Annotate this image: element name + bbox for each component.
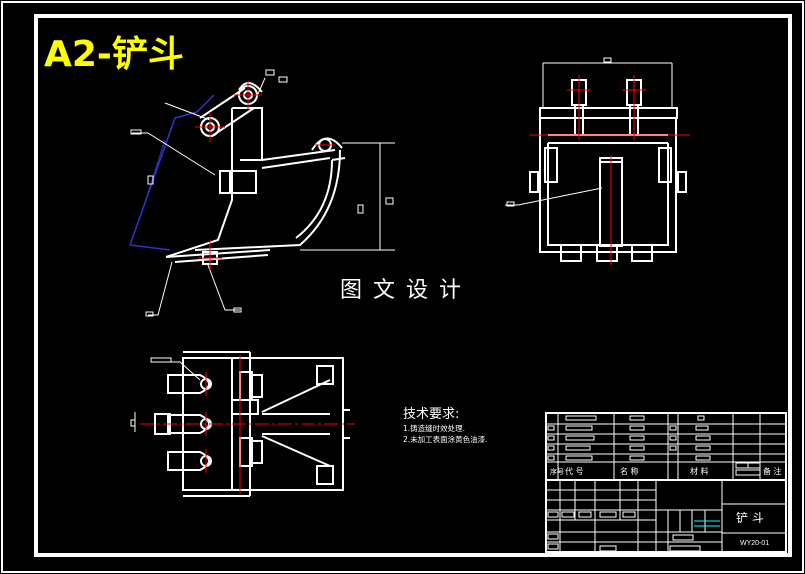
bom-header-code: 代 号 <box>565 466 584 476</box>
bom-header-seq: 序号 <box>550 467 564 476</box>
title-block <box>545 479 787 553</box>
part-name: 铲 斗 <box>736 510 764 525</box>
tech-note-1: 1.铸造缝时效处理. <box>403 423 465 433</box>
tech-notes-heading: 技术要求: <box>403 407 459 422</box>
top-view-centerlines <box>140 355 355 494</box>
watermark-text: 图 文 设 计 <box>340 278 463 303</box>
drawing-title: A2-铲斗 <box>44 34 184 75</box>
title-block-cyan-marks <box>694 520 720 527</box>
bom-header-remark: 备 注 <box>763 466 782 476</box>
tech-note-2: 2.未加工表面涂黄色油漆. <box>403 434 488 444</box>
inner-frame <box>34 14 792 557</box>
side-view-centerlines <box>195 81 335 270</box>
bom-header-material: 材 料 <box>690 466 709 476</box>
front-view-centerlines <box>530 75 690 265</box>
drawing-number: WY20-01 <box>740 540 769 547</box>
bom-header-name: 名 称 <box>620 466 639 476</box>
front-view <box>505 57 687 262</box>
